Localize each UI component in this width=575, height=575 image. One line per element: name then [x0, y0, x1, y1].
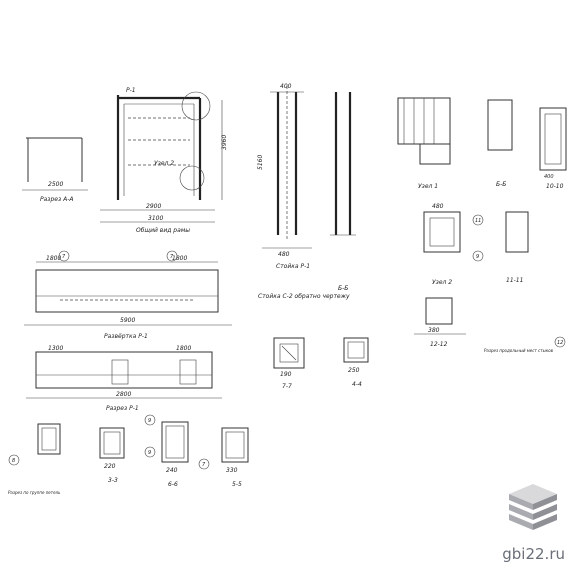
marker-6: 8 — [12, 458, 15, 464]
right-column-section: 400 10-10 — [539, 107, 567, 190]
section-4-dim: 250 — [348, 367, 360, 374]
column-view: 400 5160 480 Стойка Р-1 Стойка С-2 обрат… — [257, 83, 356, 300]
marker-2: 7 — [170, 254, 174, 260]
node-2-view: 480 Узел 2 11-11 — [423, 203, 529, 286]
frame-general-view: Р-1 Узел 2 2900 3100 3960 Общий вид рамы — [100, 87, 228, 234]
section-7-view: 190 7-7 — [273, 337, 305, 390]
site-watermark: gbi22.ru — [502, 545, 565, 563]
section-5-view: 330 5-5 — [221, 427, 249, 488]
column-section-label: Б-Б — [338, 285, 348, 292]
frame-dim-total: 3100 — [148, 215, 163, 222]
marker-8: 11 — [475, 218, 481, 224]
frame-top-label: Р-1 — [126, 87, 136, 94]
section-8-note: Разрез по группе петель — [8, 490, 61, 495]
small-frame-caption: Разрез А-А — [40, 196, 73, 203]
frame-dim-height: 3960 — [221, 135, 228, 150]
section-7-dim: 190 — [280, 371, 292, 378]
section-6-dim: 240 — [166, 467, 178, 474]
section-4-caption: 4-4 — [352, 381, 362, 388]
markers: 7 7 9 9 7 8 9 11 12 — [8, 214, 566, 470]
beam-dim-right: 1800 — [172, 255, 187, 262]
small-frame-view: 2500 Разрез А-А — [22, 137, 88, 203]
beam-section-view: 1300 1800 2800 Разрез Р-1 — [26, 345, 222, 412]
section-12-dim: 380 — [428, 327, 440, 334]
section-7-caption: 7-7 — [282, 383, 292, 390]
site-logo — [509, 484, 557, 530]
section-8-view: Разрез по группе петель — [8, 423, 61, 495]
marker-5: 7 — [202, 462, 206, 468]
marker-1: 7 — [62, 254, 66, 260]
node-1-section: Б-Б — [496, 181, 506, 188]
right-column-dim: 400 — [544, 174, 554, 180]
node-2-section: 11-11 — [506, 277, 523, 284]
beam-section-dim-total: 2800 — [116, 391, 131, 398]
beam-section-caption: Разрез Р-1 — [106, 405, 139, 412]
section-6-caption: 6-6 — [168, 481, 178, 488]
column-dim-top: 400 — [280, 83, 292, 90]
section-3-caption: 3-3 — [108, 477, 118, 484]
beam-view: 1800 1800 5900 Развёртка Р-1 — [24, 255, 232, 340]
frame-caption: Общий вид рамы — [136, 227, 190, 234]
section-5-dim: 330 — [226, 467, 238, 474]
frame-dim-width: 2900 — [146, 203, 161, 210]
column-subcaption: Стойка С-2 обратно чертежу — [258, 293, 350, 300]
right-column-caption: 10-10 — [546, 183, 564, 190]
beam-dim-left: 1800 — [46, 255, 61, 262]
section-12-caption: 12-12 — [430, 341, 448, 348]
marker-4: 9 — [148, 450, 151, 456]
section-3-view: 220 3-3 — [99, 427, 125, 484]
marker-7: 9 — [476, 254, 479, 260]
beam-dim-total: 5900 — [120, 317, 135, 324]
node-1-caption: Узел 1 — [418, 183, 438, 190]
column-caption: Стойка Р-1 — [276, 263, 310, 270]
section-3-dim: 220 — [104, 463, 116, 470]
node-2-caption: Узел 2 — [432, 279, 452, 286]
node-1-view: Узел 1 Б-Б — [397, 97, 513, 190]
column-dim-width: 480 — [278, 251, 290, 258]
small-frame-dim: 2500 — [48, 181, 63, 188]
beam-caption: Развёртка Р-1 — [104, 333, 148, 340]
frame-node-label: Узел 2 — [154, 160, 174, 167]
section-4-view: 250 4-4 — [343, 337, 369, 388]
beam-section-dim-left: 1300 — [48, 345, 63, 352]
section-12-view: 380 12-12 Разрез продольный мест стыков — [414, 297, 554, 353]
beam-section-dim-right: 1800 — [176, 345, 191, 352]
section-5-caption: 5-5 — [232, 481, 242, 488]
column-dim-height: 5160 — [257, 155, 264, 170]
node-2-dim: 480 — [432, 203, 444, 210]
marker-9: 12 — [557, 340, 563, 346]
section-6-view: 240 6-6 — [161, 421, 189, 488]
section-12-note: Разрез продольный мест стыков — [484, 348, 554, 353]
marker-3: 9 — [148, 418, 151, 424]
